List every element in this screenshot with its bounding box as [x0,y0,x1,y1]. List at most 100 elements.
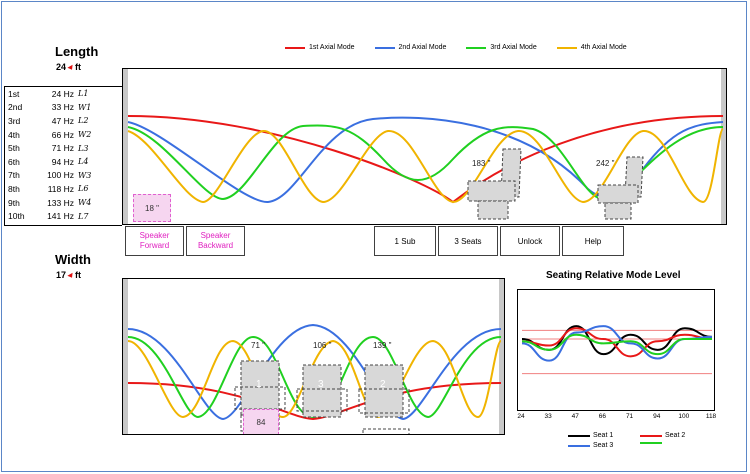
width-adjust-icon[interactable] [67,272,75,280]
mode-tag: L6 [78,184,89,194]
mode-order: 1st [8,88,20,99]
mode-tag: W4 [78,198,92,208]
mode-row: 5th 71 Hz L3 [5,141,122,155]
help-button[interactable]: Help [562,226,624,256]
mode-frequency: 100 Hz [47,170,74,181]
speaker-backward-button[interactable]: Speaker Backward [186,226,245,256]
mode-order: 7th [8,170,20,181]
width-mode-4-curve [127,339,502,419]
width-title: Width [55,252,91,267]
width-mode-1-curve [127,382,502,421]
mode-row: 3rd 47 Hz L2 [5,114,122,128]
chart-title: Seating Relative Mode Level [546,270,681,281]
mode-tag: L3 [78,143,89,153]
seat-distance-label: 71 " [251,341,265,350]
series-line [521,333,712,356]
legend-label: 1st Axial Mode [309,44,355,51]
x-tick-label: 33 [544,413,552,420]
speaker-position[interactable]: 84 [243,409,279,434]
speaker-forward-button[interactable]: Speaker Forward [125,226,184,256]
mode-legend: 1st Axial Mode 2nd Axial Mode 3rd Axial … [285,44,627,51]
mode-row: 2nd 33 Hz W1 [5,101,122,115]
x-tick-label: 24 [517,413,525,420]
legend-label: 3rd Axial Mode [490,44,537,51]
mode-row: 1st 24 Hz L1 [5,87,122,101]
chart-legend-item: Seat 3 [568,442,613,449]
mode-frequency: 94 Hz [51,156,74,167]
mode-order: 6th [8,156,20,167]
legend-label: 2nd Axial Mode [398,44,447,51]
length-unit: ft [75,62,82,72]
seat-icon[interactable] [296,364,348,418]
mode-order: 10th [8,211,25,222]
mode-tag: L7 [78,211,89,221]
legend-label: 4th Axial Mode [580,44,627,51]
mode-order: 3rd [8,115,21,126]
speaker-position[interactable]: 18 " [133,194,171,222]
seat-distance-label: 139 " [373,341,392,350]
unlock-button[interactable]: Unlock [500,226,560,256]
mode-frequency: 71 Hz [51,143,74,154]
seat-count-button[interactable]: 3 Seats [438,226,498,256]
mode-order: 2nd [8,102,23,113]
legend-label: Seat 2 [665,432,686,439]
mode-order: 9th [8,197,20,208]
x-tick-label: 47 [571,413,579,420]
left-wall [123,279,128,434]
x-tick-label: 71 [625,413,634,420]
mode-tag: L2 [78,116,89,126]
legend-line-icon [466,46,487,49]
mode-frequency: 133 Hz [47,197,74,208]
seat-number: 2 [380,379,386,390]
legend-line-icon [556,46,577,49]
legend-label: Seat 1 [593,432,614,439]
length-room-panel[interactable]: 183 " 242 " 18 " [122,68,727,225]
seat-level-chart [517,289,715,411]
width-room-panel[interactable]: 71 " 106 " 139 " 1 3 2 84 [122,278,505,435]
mode-frequency: 118 Hz [47,183,74,194]
legend-line-icon [568,444,590,447]
mode-frequency: 24 Hz [51,88,74,99]
width-mode-curves [127,323,502,435]
seat-level-plot [521,325,713,375]
seat-icon[interactable] [358,364,410,435]
mode-frequency: 33 Hz [51,102,74,113]
length-title: Length [55,44,99,59]
width-unit: ft [75,270,82,280]
seat-icon[interactable] [234,360,286,432]
mode-frequency: 141 Hz [47,211,74,222]
mode-tag: W2 [78,130,92,140]
seat-icon[interactable] [467,148,522,220]
legend-item-2: 2nd Axial Mode [374,44,447,51]
x-tick-label: 118 [705,413,717,420]
seat-icon[interactable] [597,156,644,220]
chart-legend-item [640,442,665,444]
seat-distance-label: 106 " [313,341,332,350]
seat-distance-label: 183 " [472,159,491,168]
mode-frequency: 66 Hz [51,129,74,140]
chart-legend-item: Seat 2 [640,432,685,439]
x-tick-label: 66 [598,413,607,420]
length-adjust-icon[interactable] [67,64,75,72]
width-mode-2-curve [127,323,502,421]
front-wall [123,69,128,224]
mode-frequency: 47 Hz [51,115,74,126]
mode-tag: L4 [78,157,89,167]
legend-line-icon [374,46,395,49]
width-value: 17 [56,270,67,280]
rear-wall [721,69,726,224]
legend-line-icon [285,46,305,49]
mode-row: 6th 94 Hz L4 [5,155,122,169]
mode-order: 8th [8,183,20,194]
mode-tag: L1 [78,89,89,99]
legend-line-icon [568,434,590,437]
sub-count-button[interactable]: 1 Sub [374,226,436,256]
length-mode-4-curve [127,128,724,204]
mode-order: 5th [8,143,20,154]
legend-item-1: 1st Axial Mode [285,44,355,51]
width-readout: 17 ft [56,270,81,280]
mode-tag: W1 [78,102,92,112]
